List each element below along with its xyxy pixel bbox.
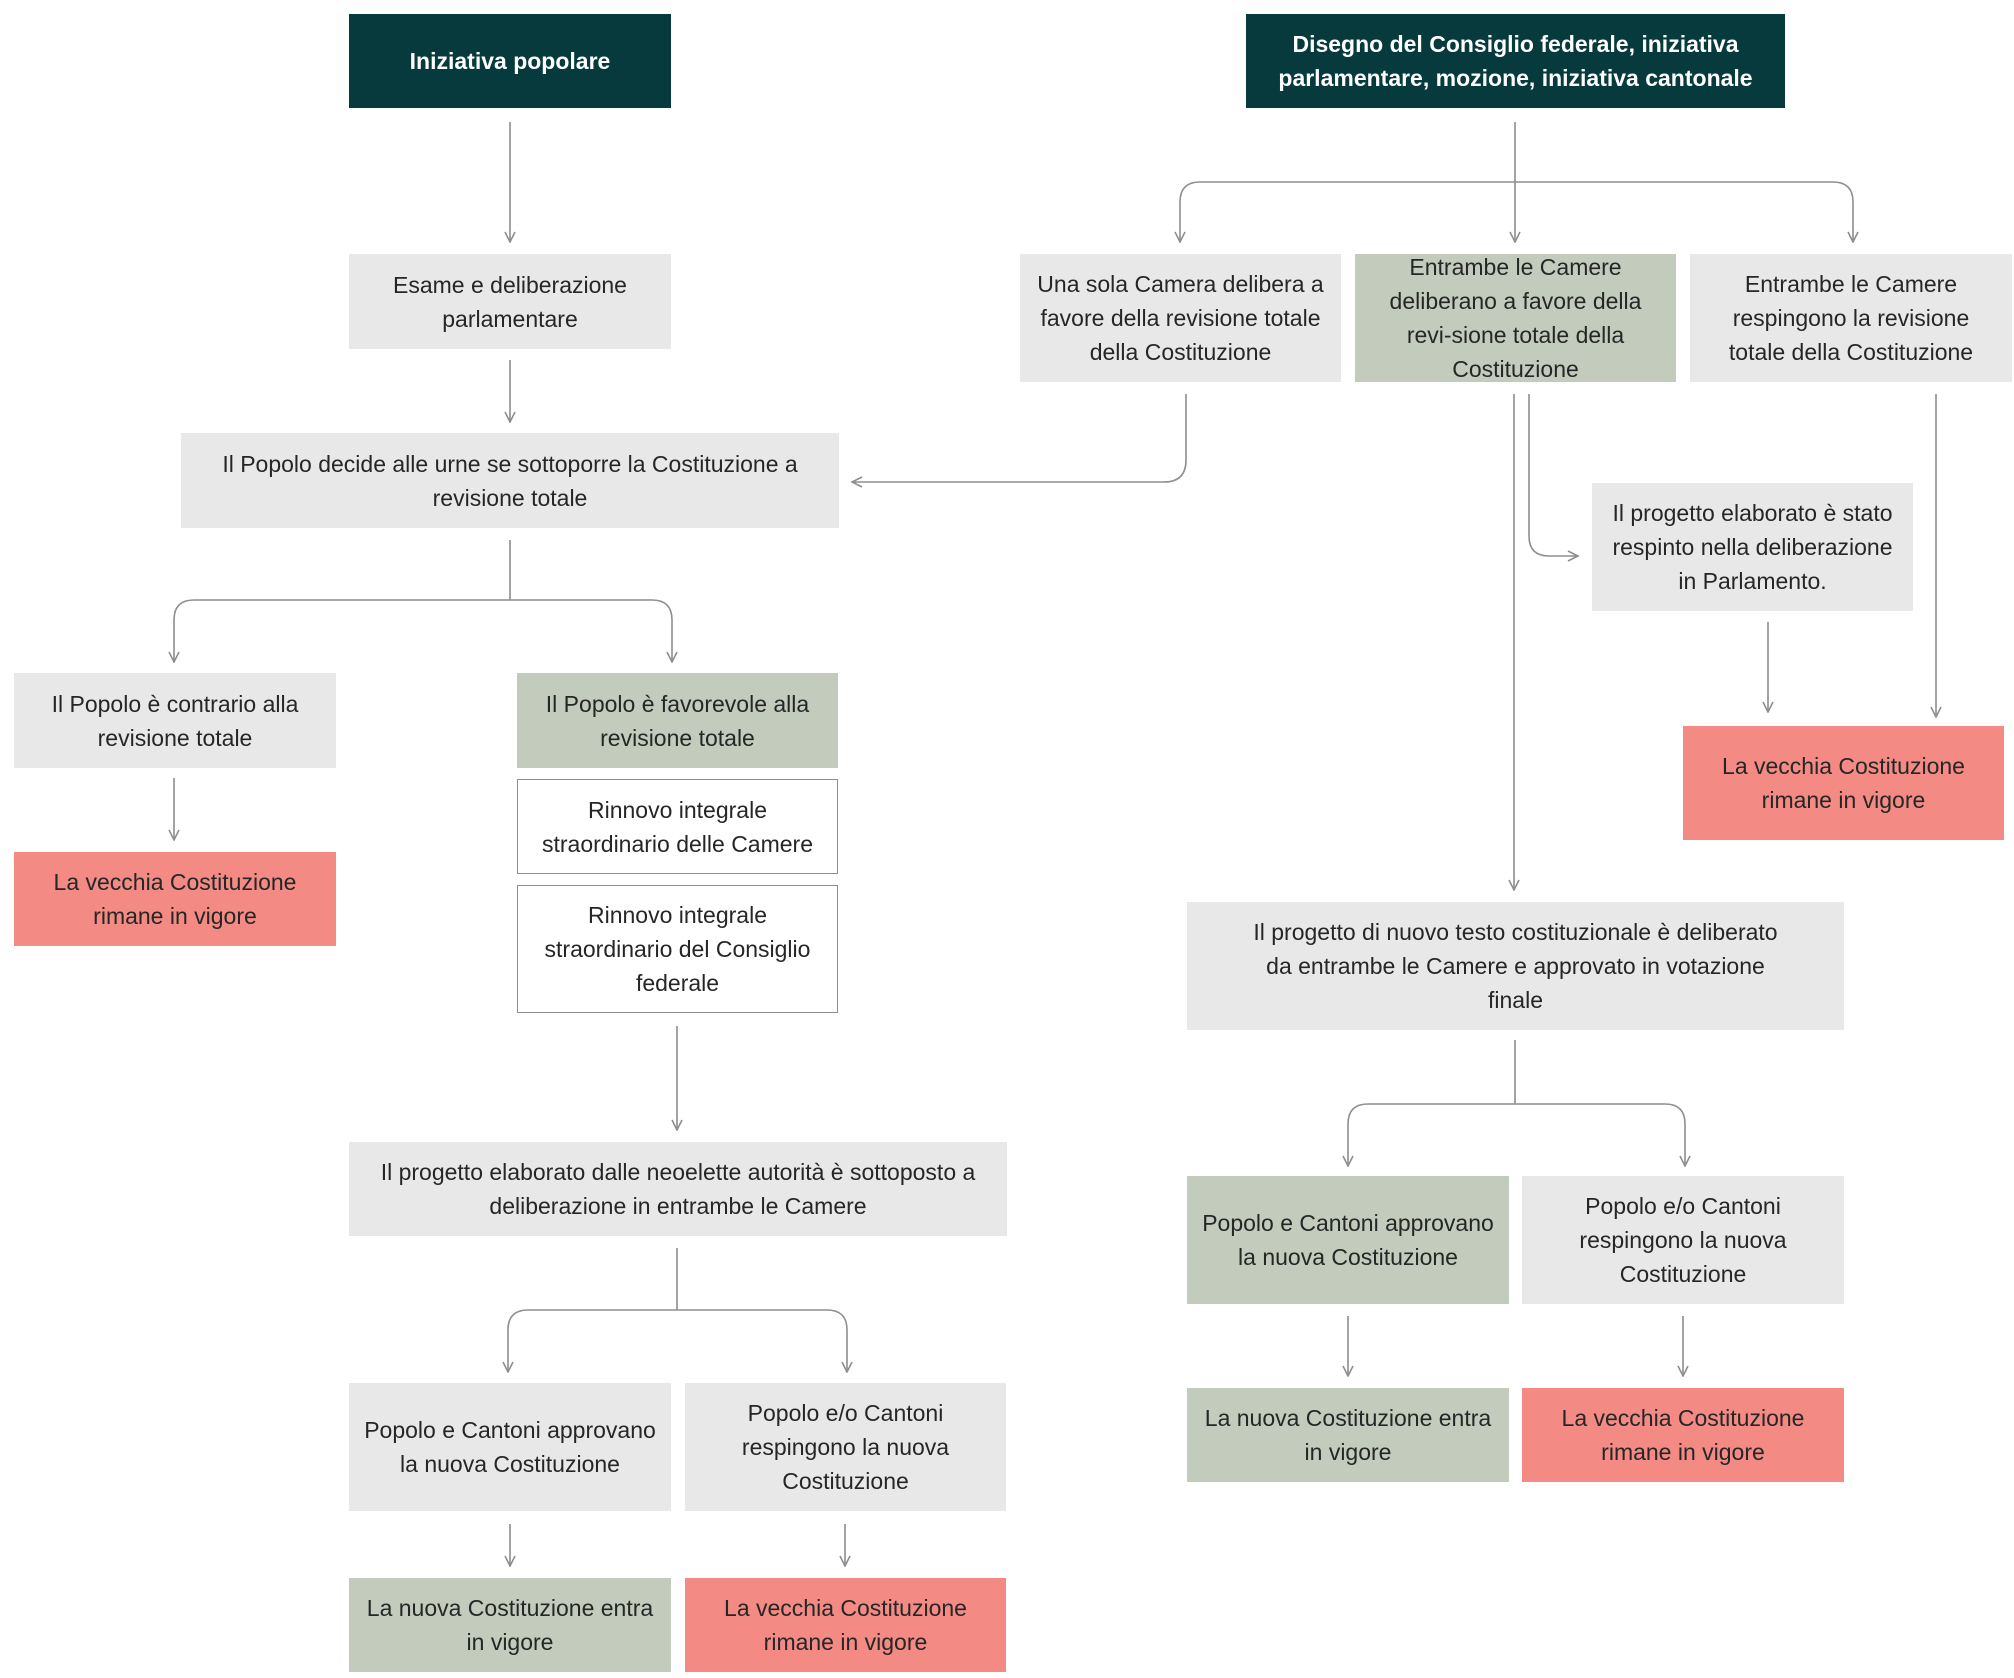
box-popolo-cantoni-respingono-destra: Popolo e/o Cantoni respingono la nuova C… (1522, 1176, 1844, 1304)
box-entrambe-camere-favore: Entrambe le Camere deliberano a favore d… (1355, 254, 1676, 382)
box-vecchia-costituzione-sinistra: La vecchia Costituzione rimane in vigore (14, 852, 336, 946)
box-vecchia-costituzione-sinistra-basso: La vecchia Costituzione rimane in vigore (685, 1578, 1006, 1672)
connector-arrow (174, 599, 510, 662)
box-progetto-nuovo-testo: Il progetto di nuovo testo costituzional… (1187, 902, 1844, 1030)
box-vecchia-costituzione-destra-alto: La vecchia Costituzione rimane in vigore (1683, 726, 2004, 840)
connector-arrow (1180, 181, 1515, 242)
box-vecchia-costituzione-destra-basso: La vecchia Costituzione rimane in vigore (1522, 1388, 1844, 1482)
box-disegno-consiglio-federale: Disegno del Consiglio federale, iniziati… (1246, 14, 1785, 108)
box-popolo-cantoni-approvano-destra: Popolo e Cantoni approvano la nuova Cost… (1187, 1176, 1509, 1304)
box-rinnovo-consiglio-federale: Rinnovo integrale straordinario del Cons… (517, 885, 838, 1013)
box-progetto-neoelette-autorita: Il progetto elaborato dalle neoelette au… (349, 1142, 1007, 1236)
connector-arrow (1348, 1103, 1515, 1166)
box-iniziativa-popolare: Iniziativa popolare (349, 14, 671, 108)
connector-arrow (510, 599, 672, 662)
connector-arrow (1528, 394, 1578, 556)
box-rinnovo-camere: Rinnovo integrale straordinario delle Ca… (517, 779, 838, 874)
box-popolo-cantoni-approvano-sinistra: Popolo e Cantoni approvano la nuova Cost… (349, 1383, 671, 1511)
box-popolo-cantoni-respingono-sinistra: Popolo e/o Cantoni respingono la nuova C… (685, 1383, 1006, 1511)
connector-arrow (852, 394, 1187, 482)
box-entrambe-camere-respingono: Entrambe le Camere respingono la revisio… (1690, 254, 2012, 382)
connector-arrow (1515, 1103, 1685, 1166)
box-nuova-costituzione-destra: La nuova Costituzione entra in vigore (1187, 1388, 1509, 1482)
box-esame-parlamentare: Esame e deliberazione parlamentare (349, 254, 671, 349)
box-popolo-contrario: Il Popolo è contrario alla revisione tot… (14, 673, 336, 768)
box-popolo-favorevole: Il Popolo è favorevole alla revisione to… (517, 673, 838, 768)
connector-arrow (1515, 181, 1853, 242)
box-progetto-respinto: Il progetto elaborato è stato respinto n… (1592, 483, 1913, 611)
connector-arrow (677, 1309, 847, 1372)
box-popolo-decide: Il Popolo decide alle urne se sottoporre… (181, 433, 839, 528)
box-una-sola-camera: Una sola Camera delibera a favore della … (1020, 254, 1341, 382)
connector-arrow (508, 1309, 677, 1372)
box-nuova-costituzione-sinistra: La nuova Costituzione entra in vigore (349, 1578, 671, 1672)
